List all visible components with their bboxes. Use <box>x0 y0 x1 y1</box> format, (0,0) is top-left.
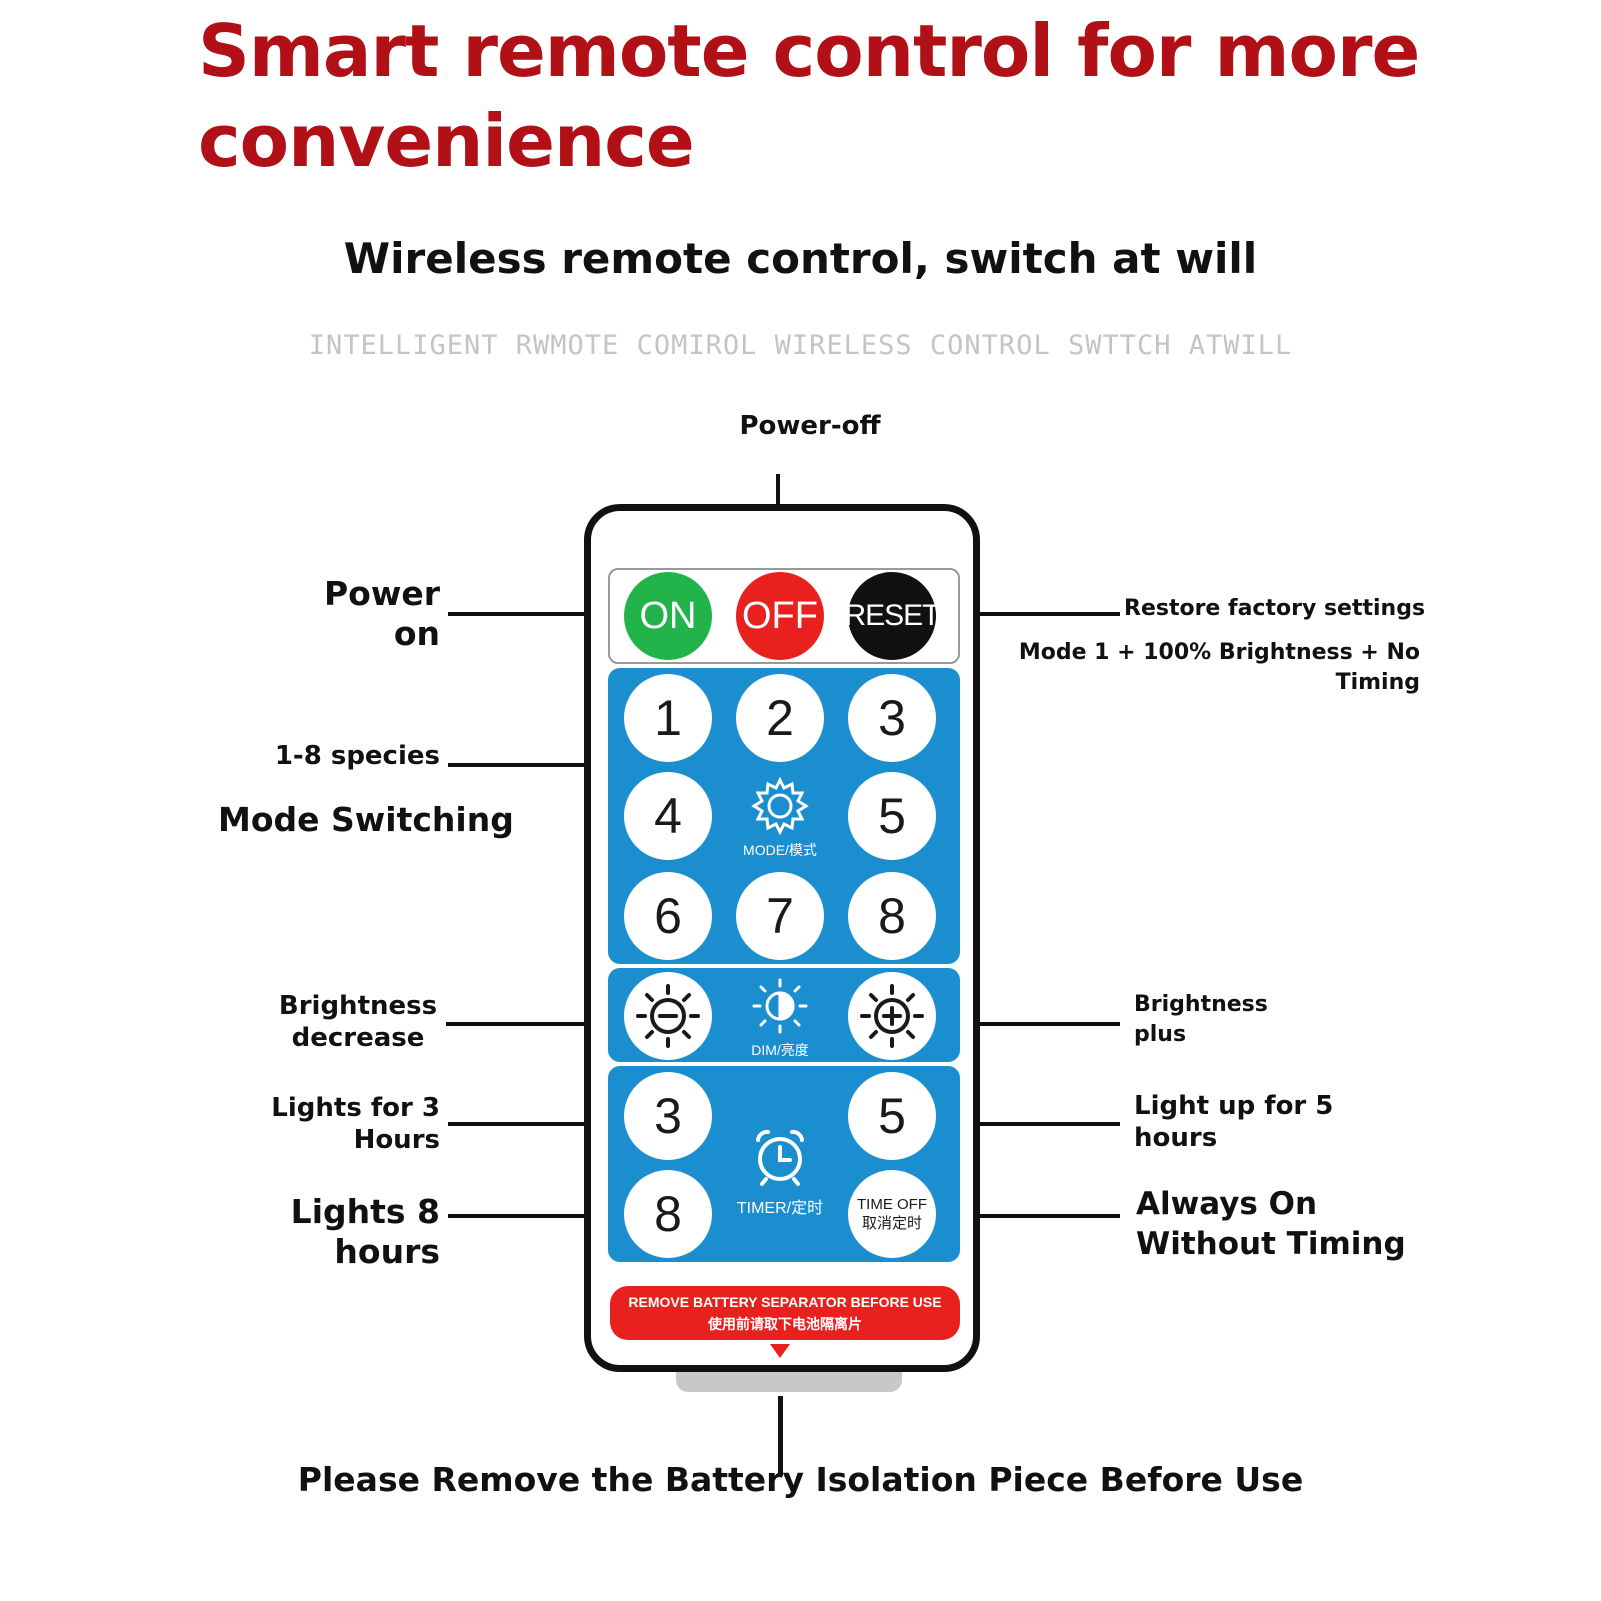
label-power-on-line2: on <box>393 614 440 653</box>
gear-icon <box>751 776 809 836</box>
label-power-on: Power on <box>240 574 440 654</box>
mode-8-button[interactable]: 8 <box>848 872 936 960</box>
leader-light-5 <box>960 1122 1120 1126</box>
leader-lights-3 <box>448 1122 610 1126</box>
reset-button[interactable]: RESET <box>844 572 941 660</box>
timer-8-button[interactable]: 8 <box>624 1170 712 1258</box>
label-always-on: Always On Without Timing <box>1136 1184 1436 1264</box>
label-light-5-line2: hours <box>1134 1123 1218 1153</box>
subtitle: Wireless remote control, switch at will <box>343 234 1258 283</box>
leader-brightness-decrease <box>446 1022 610 1026</box>
label-reset-description-line1: Mode 1 + 100% Brightness + No <box>1018 640 1420 665</box>
battery-warning: REMOVE BATTERY SEPARATOR BEFORE USE 使用前请… <box>610 1286 960 1340</box>
label-brightness-decrease-line2: decrease <box>291 1023 425 1053</box>
headline-line2: convenience <box>198 99 695 183</box>
label-restore: Restore factory settings <box>1124 596 1426 621</box>
label-brightness-plus-line2: plus <box>1134 1022 1187 1047</box>
brightness-up-button[interactable] <box>848 972 936 1060</box>
headline: Smart remote control for more convenienc… <box>198 6 1498 186</box>
on-button[interactable]: ON <box>624 572 712 660</box>
brightness-minus-icon <box>636 984 700 1048</box>
label-brightness-decrease-line1: Brightness <box>278 991 438 1021</box>
dim-caption: DIM/亮度 <box>751 1042 809 1058</box>
battery-warning-line2: 使用前请取下电池隔离片 <box>708 1316 862 1332</box>
brightness-icon <box>752 978 808 1034</box>
label-power-off: Power-off <box>739 411 881 441</box>
battery-tab <box>676 1372 902 1392</box>
time-off-line2: 取消定时 <box>861 1215 922 1232</box>
mode-1-button[interactable]: 1 <box>624 674 712 762</box>
label-brightness-plus: Brightness plus <box>1134 990 1334 1050</box>
label-power-on-line1: Power <box>324 574 440 613</box>
label-mode-switching: Mode Switching <box>218 800 514 839</box>
tagline: INTELLIGENT RWMOTE COMIROL WIRELESS CONT… <box>308 330 1293 361</box>
label-reset-description-line2: Timing <box>1335 670 1420 695</box>
timer-3-button[interactable]: 3 <box>624 1072 712 1160</box>
mode-5-button[interactable]: 5 <box>848 772 936 860</box>
battery-warning-line1: REMOVE BATTERY SEPARATOR BEFORE USE <box>628 1294 942 1310</box>
mode-7-button[interactable]: 7 <box>736 872 824 960</box>
label-species: 1-8 species <box>274 741 440 771</box>
label-lights-8: Lights 8 hours <box>290 1192 440 1271</box>
time-off-button[interactable]: TIME OFF 取消定时 <box>848 1170 936 1258</box>
mode-6-button[interactable]: 6 <box>624 872 712 960</box>
label-reset-description: Mode 1 + 100% Brightness + No Timing <box>1000 638 1420 698</box>
label-always-on-line2: Without Timing <box>1136 1226 1406 1262</box>
headline-line1: Smart remote control for more <box>198 9 1420 93</box>
leader-restore <box>960 612 1120 616</box>
label-battery-note: Please Remove the Battery Isolation Piec… <box>297 1460 1304 1499</box>
mode-3-button[interactable]: 3 <box>848 674 936 762</box>
leader-battery <box>778 1396 783 1476</box>
leader-always-on <box>960 1214 1120 1218</box>
off-button[interactable]: OFF <box>736 572 824 660</box>
mode-caption: MODE/模式 <box>743 842 817 858</box>
label-lights-3-line1: Lights for 3 <box>271 1093 440 1123</box>
label-lights-3-line2: Hours <box>353 1125 440 1155</box>
leader-lights-8 <box>448 1214 610 1218</box>
mode-4-button[interactable]: 4 <box>624 772 712 860</box>
leader-brightness-plus <box>960 1022 1120 1026</box>
brightness-plus-icon <box>860 984 924 1048</box>
triangle-down-icon <box>770 1344 790 1358</box>
label-light-5: Light up for 5 hours <box>1134 1090 1394 1154</box>
label-brightness-decrease: Brightness decrease <box>268 990 448 1054</box>
label-lights-3: Lights for 3 Hours <box>240 1092 440 1156</box>
mode-2-button[interactable]: 2 <box>736 674 824 762</box>
timer-5-button[interactable]: 5 <box>848 1072 936 1160</box>
time-off-line1: TIME OFF <box>857 1196 927 1213</box>
leader-species <box>448 763 610 767</box>
timer-caption: TIMER/定时 <box>736 1200 824 1217</box>
label-brightness-plus-line1: Brightness <box>1134 992 1268 1017</box>
leader-power-on <box>448 612 610 616</box>
label-light-5-line1: Light up for 5 <box>1134 1091 1334 1121</box>
label-always-on-line1: Always On <box>1136 1186 1318 1222</box>
brightness-down-button[interactable] <box>624 972 712 1060</box>
alarm-clock-icon <box>756 1129 804 1186</box>
